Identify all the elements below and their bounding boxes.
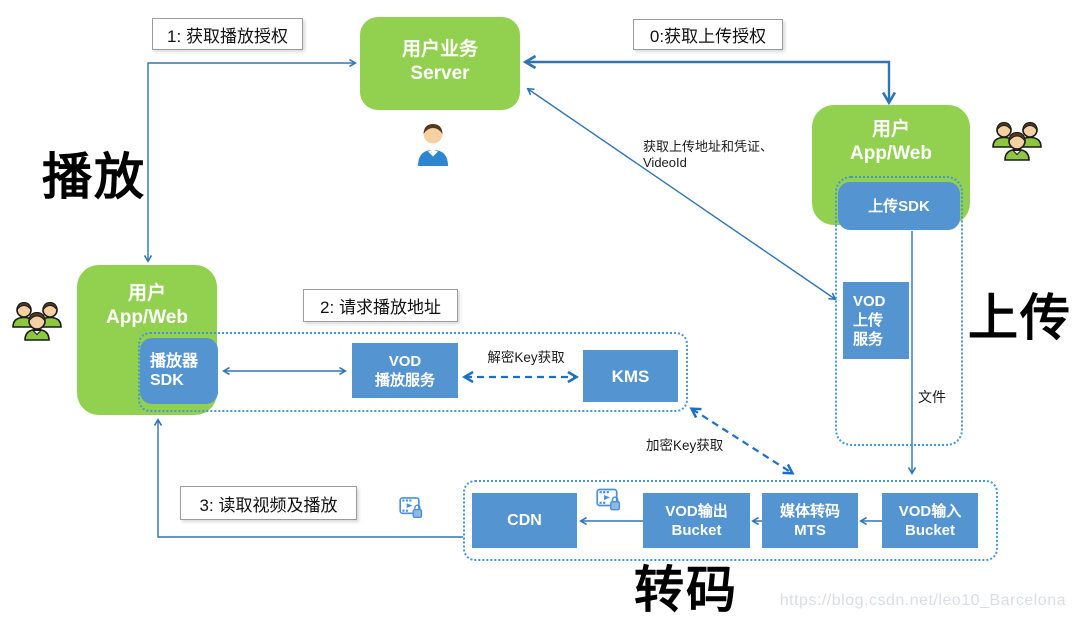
vod-upload-line1: VOD	[853, 293, 886, 310]
cdn-node: CDN	[472, 493, 577, 548]
upload-section-caption: 上传	[968, 290, 1072, 346]
upload-app-subtitle: App/Web	[850, 143, 932, 164]
video-lock-icon	[596, 487, 622, 518]
user-icon	[414, 118, 452, 171]
vod-play-line1: VOD	[388, 352, 422, 370]
user-group-icon	[991, 118, 1045, 177]
play-section-caption: 播放	[42, 149, 146, 205]
user-group-icon	[11, 300, 65, 355]
transcode-region	[463, 480, 998, 561]
upload-app-title: 用户	[871, 119, 910, 140]
play-app-subtitle: App/Web	[106, 307, 188, 328]
upload-sdk-node: 上传SDK	[838, 182, 960, 230]
vod-input-line2: Bucket	[904, 521, 956, 539]
vod-upload-line2: 上传	[853, 312, 884, 329]
file-label: 文件	[918, 389, 946, 405]
vod-upload-service-node: VOD 上传 服务	[843, 282, 909, 359]
kms-label: KMS	[611, 366, 650, 386]
kms-node: KMS	[583, 350, 678, 402]
mts-node: 媒体转码 MTS	[762, 493, 858, 548]
encrypt-key-label: 加密Key获取	[646, 438, 724, 453]
step2-label: 2: 请求播放地址	[303, 289, 458, 322]
transcode-section-caption: 转码	[634, 562, 738, 618]
cdn-label: CDN	[507, 512, 542, 529]
play-app-title: 用户	[127, 283, 166, 304]
mts-line2: MTS	[794, 521, 826, 539]
upload-credentials-line1: 获取上传地址和凭证、	[643, 139, 774, 154]
player-sdk-line2: SDK	[150, 372, 184, 389]
server-node: 用户业务 Server	[360, 17, 520, 110]
step3-label: 3: 读取视频及播放	[180, 486, 357, 520]
upload-service-region	[835, 176, 963, 446]
vod-upload-line3: 服务	[853, 331, 884, 348]
video-lock-icon	[399, 496, 424, 525]
vod-output-bucket-node: VOD输出 Bucket	[643, 493, 750, 548]
vod-play-line2: 播放服务	[374, 371, 435, 389]
vod-input-line1: VOD输入	[898, 502, 962, 520]
upload-credentials-line2: VideoId	[643, 155, 687, 170]
watermark: https://blog.csdn.net/leo10_Barcelona	[779, 592, 1066, 609]
upload-sdk-label: 上传SDK	[868, 197, 930, 215]
server-title: 用户业务	[401, 39, 478, 60]
player-sdk-line1: 播放器	[150, 353, 199, 370]
mts-line1: 媒体转码	[779, 502, 840, 520]
step0-label: 0:获取上传授权	[633, 19, 783, 50]
server-subtitle: Server	[410, 63, 470, 84]
vod-play-service-node: VOD 播放服务	[352, 343, 458, 398]
step1-label: 1: 获取播放授权	[152, 18, 303, 50]
player-sdk-node: 播放器 SDK	[140, 338, 218, 404]
play-service-region	[138, 332, 688, 412]
vod-output-line1: VOD输出	[665, 502, 728, 520]
upload-credentials-label: 获取上传地址和凭证、 VideoId	[643, 139, 773, 171]
vod-output-line2: Bucket	[671, 521, 722, 539]
decrypt-key-label: 解密Key获取	[487, 350, 565, 365]
vod-input-bucket-node: VOD输入 Bucket	[882, 493, 978, 548]
